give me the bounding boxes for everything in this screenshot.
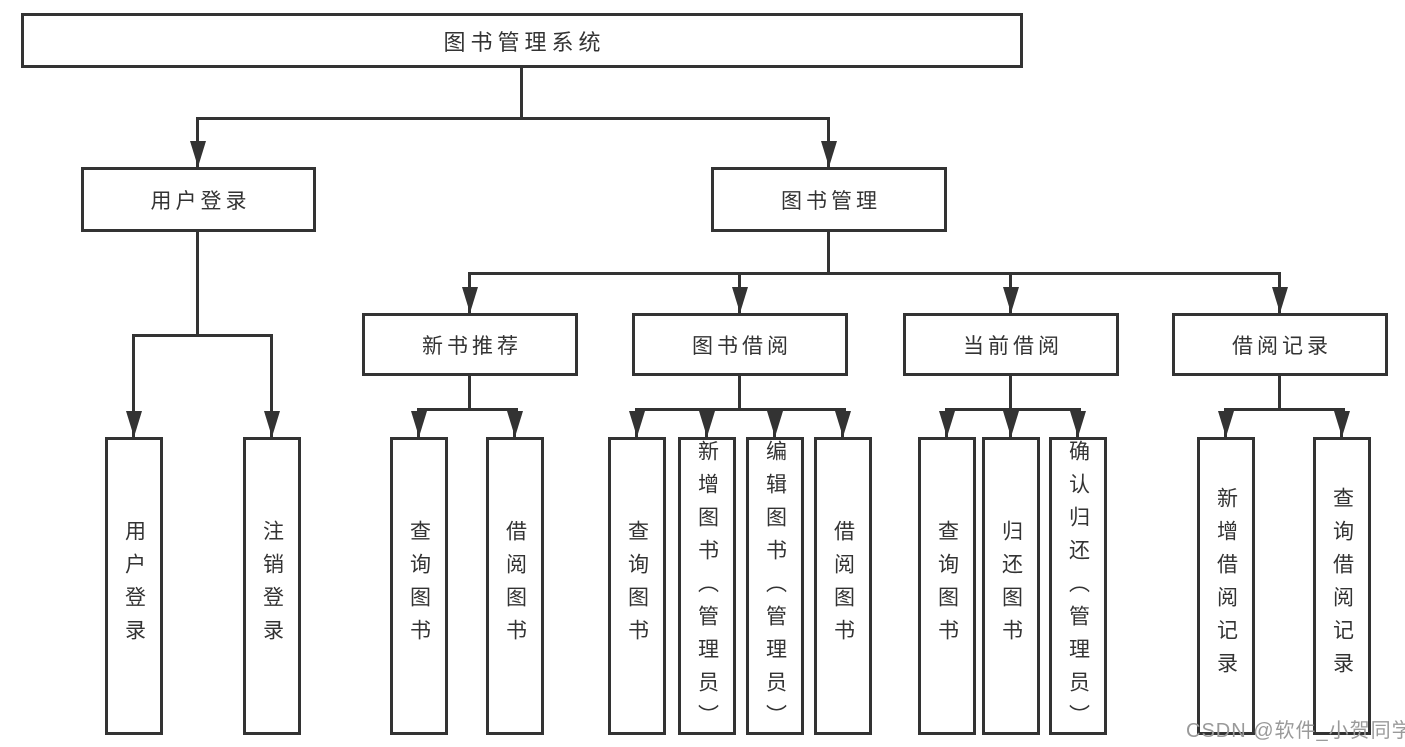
leaf-edit-book-admin: 编辑图书（管理员） xyxy=(746,437,804,737)
connector-line xyxy=(1278,376,1281,410)
node-borrow-record-label: 借阅记录 xyxy=(1232,334,1332,358)
arrowhead-down-icon xyxy=(767,411,783,437)
connector-line xyxy=(270,334,273,437)
watermark: CSDN @软件_小贺同学 xyxy=(1186,720,1405,742)
arrowhead-down-icon xyxy=(1003,411,1019,437)
leaf-recommend-borrow-book-label: 借阅图书 xyxy=(503,520,527,652)
connector-line xyxy=(945,408,1081,411)
node-current-borrow: 当前借阅 xyxy=(903,313,1119,376)
leaf-borrow-book-label: 借阅图书 xyxy=(831,520,855,652)
arrowhead-down-icon xyxy=(821,141,837,167)
leaf-confirm-return-admin-label: 确认归还（管理员） xyxy=(1066,440,1090,737)
arrowhead-down-icon xyxy=(507,411,523,437)
connector-line xyxy=(132,334,273,337)
connector-line xyxy=(196,117,830,120)
node-root-label: 图书管理系统 xyxy=(443,29,606,55)
leaf-return-book-label: 归还图书 xyxy=(999,520,1023,652)
node-book-management: 图书管理 xyxy=(711,167,947,232)
node-book-management-label: 图书管理 xyxy=(781,189,881,213)
leaf-user-login: 用户登录 xyxy=(105,437,163,735)
connector-line xyxy=(1009,376,1012,410)
leaf-edit-book-admin-label: 编辑图书（管理员） xyxy=(763,440,787,737)
node-current-borrow-label: 当前借阅 xyxy=(963,334,1063,358)
connector-line xyxy=(520,66,523,118)
arrowhead-down-icon xyxy=(1070,411,1086,437)
leaf-recommend-query-book-label: 查询图书 xyxy=(407,520,431,652)
connector-line xyxy=(738,376,741,410)
leaf-add-borrow-record: 新增借阅记录 xyxy=(1197,437,1255,735)
connector-line xyxy=(635,408,846,411)
arrowhead-down-icon xyxy=(629,411,645,437)
arrowhead-down-icon xyxy=(264,411,280,437)
leaf-recommend-borrow-book: 借阅图书 xyxy=(486,437,544,735)
arrowhead-down-icon xyxy=(835,411,851,437)
leaf-current-query-book-label: 查询图书 xyxy=(935,520,959,652)
connector-line xyxy=(1224,408,1345,411)
leaf-current-query-book: 查询图书 xyxy=(918,437,976,735)
leaf-query-borrow-record: 查询借阅记录 xyxy=(1313,437,1371,735)
connector-line xyxy=(468,272,1281,275)
node-book-borrow: 图书借阅 xyxy=(632,313,848,376)
node-new-book-recommend: 新书推荐 xyxy=(362,313,578,376)
connector-line xyxy=(468,376,471,410)
node-book-borrow-label: 图书借阅 xyxy=(692,334,792,358)
leaf-return-book: 归还图书 xyxy=(982,437,1040,735)
node-user-login: 用户登录 xyxy=(81,167,316,232)
arrowhead-down-icon xyxy=(1003,287,1019,313)
arrowhead-down-icon xyxy=(126,411,142,437)
node-new-book-recommend-label: 新书推荐 xyxy=(422,334,522,358)
leaf-borrow-query-book-label: 查询图书 xyxy=(625,520,649,652)
connector-line xyxy=(132,334,135,437)
connector-line xyxy=(827,232,830,274)
arrowhead-down-icon xyxy=(462,287,478,313)
connector-line xyxy=(417,408,518,411)
node-borrow-record: 借阅记录 xyxy=(1172,313,1388,376)
arrowhead-down-icon xyxy=(190,141,206,167)
arrowhead-down-icon xyxy=(1334,411,1350,437)
leaf-user-login-label: 用户登录 xyxy=(122,520,146,652)
leaf-recommend-query-book: 查询图书 xyxy=(390,437,448,735)
arrowhead-down-icon xyxy=(411,411,427,437)
leaf-logout-label: 注销登录 xyxy=(260,520,284,652)
arrowhead-down-icon xyxy=(1272,287,1288,313)
leaf-confirm-return-admin: 确认归还（管理员） xyxy=(1049,437,1107,737)
leaf-borrow-book: 借阅图书 xyxy=(814,437,872,735)
arrowhead-down-icon xyxy=(939,411,955,437)
leaf-add-book-admin: 新增图书（管理员） xyxy=(678,437,736,737)
leaf-logout: 注销登录 xyxy=(243,437,301,735)
leaf-add-borrow-record-label: 新增借阅记录 xyxy=(1214,487,1238,685)
arrowhead-down-icon xyxy=(699,411,715,437)
node-user-login-label: 用户登录 xyxy=(150,189,251,213)
leaf-query-borrow-record-label: 查询借阅记录 xyxy=(1330,487,1354,685)
arrowhead-down-icon xyxy=(732,287,748,313)
connector-line xyxy=(196,232,199,335)
node-root: 图书管理系统 xyxy=(21,13,1023,68)
leaf-borrow-query-book: 查询图书 xyxy=(608,437,666,735)
leaf-add-book-admin-label: 新增图书（管理员） xyxy=(695,440,719,737)
arrowhead-down-icon xyxy=(1218,411,1234,437)
